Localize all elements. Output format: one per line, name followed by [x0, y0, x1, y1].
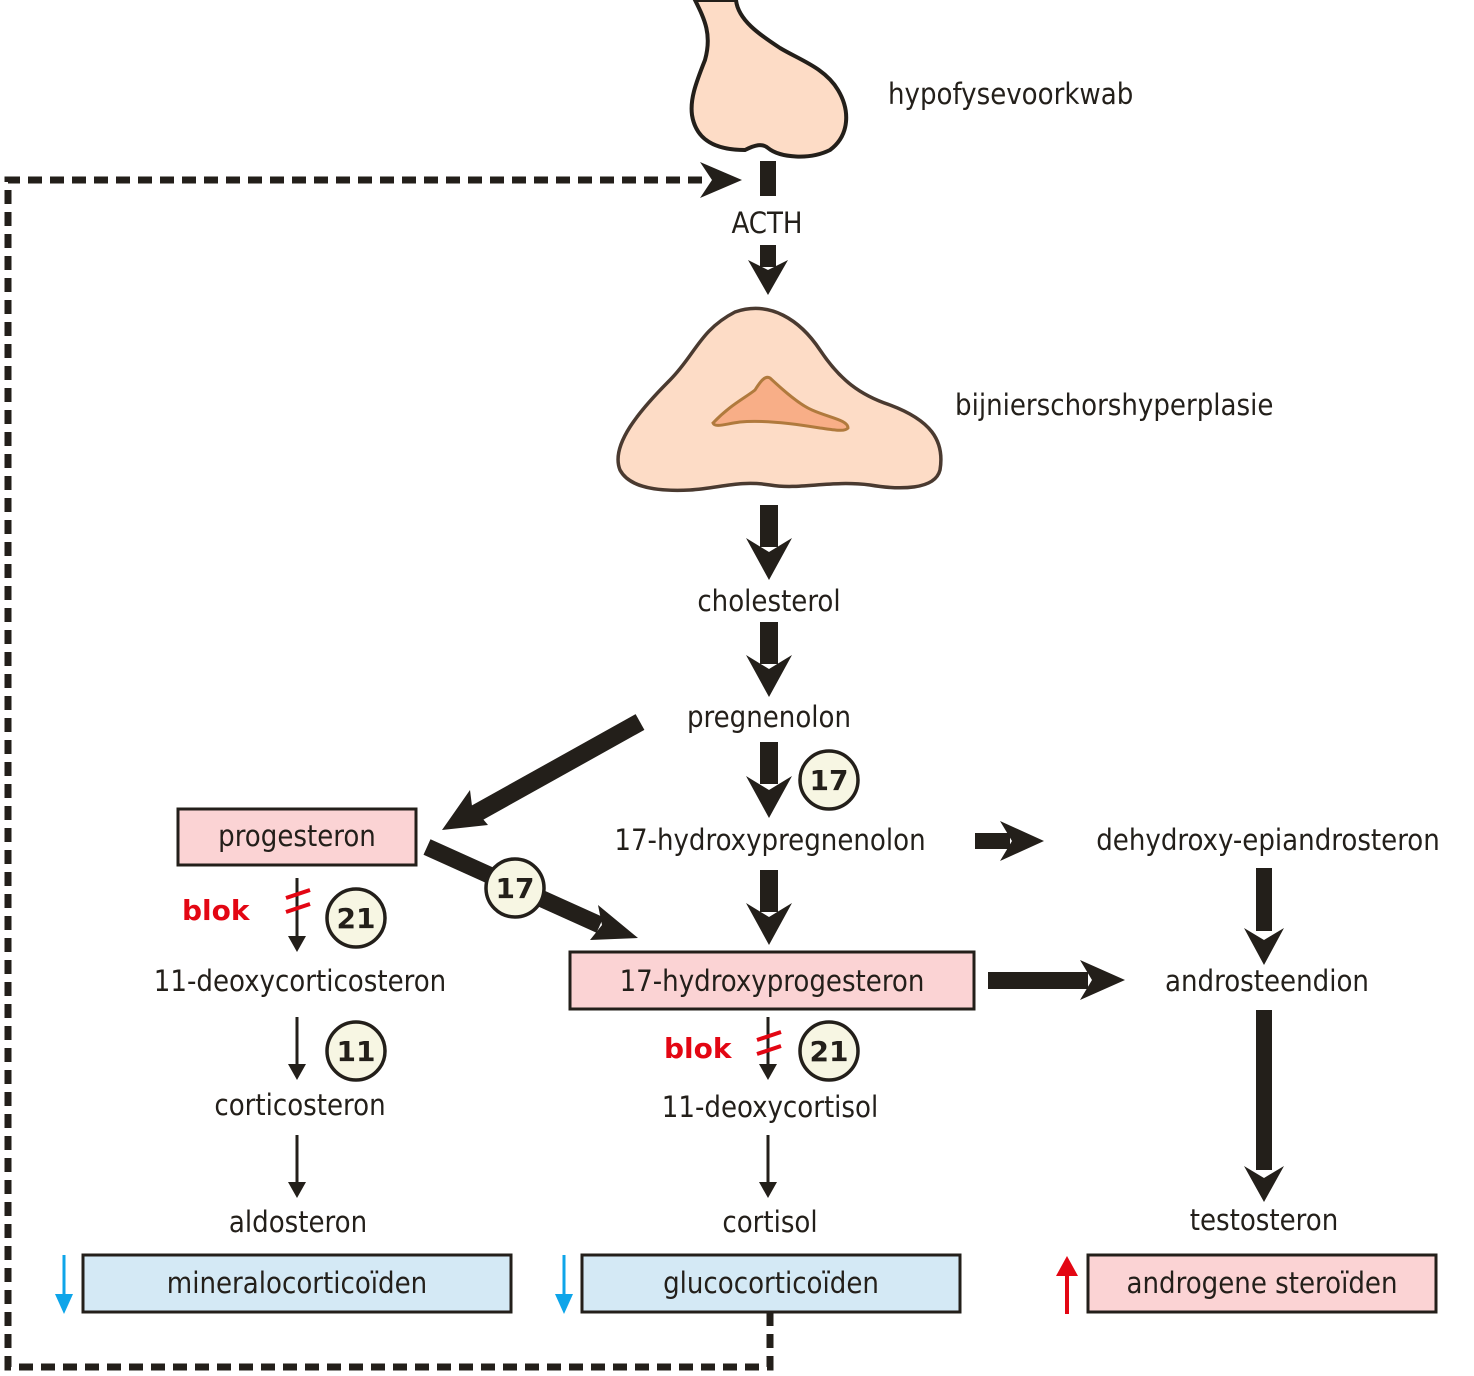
arrow-pregnenolone-progesterone-shaft	[470, 714, 645, 822]
block-label-1: blok	[182, 894, 251, 927]
arrow-17ohpreg-17ohprog-shaft	[760, 870, 778, 912]
arrow-progesterone-doc-head-icon	[288, 936, 306, 952]
block-mark-1a	[285, 888, 311, 900]
block-mark-1b	[285, 902, 311, 914]
enzyme-11-circle	[325, 1020, 387, 1082]
outcome-mineralocorticoids-box	[81, 1253, 513, 1314]
enzyme-11-label: 11	[337, 1035, 376, 1068]
feedback-arrowhead-icon	[700, 162, 742, 198]
acth-arrowhead-icon	[748, 260, 788, 295]
enzyme-21a-label: 21	[337, 902, 376, 935]
arrow-corticosterone-aldosterone-head-icon	[288, 1182, 306, 1198]
arrow-17ohprog-androstenedione-head-icon	[1080, 960, 1125, 1000]
node-testosterone: testosteron	[1190, 1203, 1339, 1237]
enzyme-17-circle	[798, 749, 860, 811]
node-androstenedione: androsteendion	[1165, 964, 1369, 998]
node-pregnenolone: pregnenolon	[687, 700, 851, 734]
enzyme-17b-label: 17	[496, 872, 535, 905]
pituitary-label: hypofysevoorkwab	[888, 77, 1133, 111]
block-label-2: blok	[664, 1032, 733, 1065]
acth-label: ACTH	[731, 206, 802, 240]
arrow-17ohpreg-dhea-head-icon	[1000, 821, 1044, 861]
enzyme-21a-circle	[325, 887, 387, 949]
adrenal-medulla-shape	[711, 375, 850, 432]
node-17-hydroxypregnenolone: 17-hydroxypregnenolon	[614, 823, 925, 857]
mineralocorticoid-decrease-arrow-icon	[55, 1294, 73, 1314]
arrow-cholesterol-pregnenolone-shaft	[760, 622, 778, 664]
arrow-adrenal-cholesterol-shaft	[760, 505, 778, 547]
outcome-mineralocorticoids: mineralocorticoïden	[167, 1266, 427, 1300]
outcome-androgens-box	[1086, 1253, 1438, 1314]
androgen-increase-arrow-icon	[1056, 1256, 1078, 1276]
outcome-glucocorticoids-box	[580, 1253, 962, 1314]
node-17-hydroxyprogesterone-box	[568, 950, 976, 1011]
arrow-17ohpreg-17ohprog-head-icon	[746, 903, 792, 945]
node-progesterone-box	[176, 807, 418, 867]
arrow-doc-corticosterone-head-icon	[288, 1064, 306, 1080]
enzyme-21b-circle	[798, 1020, 860, 1082]
arrow-17ohpreg-dhea-shaft	[975, 833, 1010, 849]
arrow-pregnenolone-17ohpreg-shaft	[760, 742, 778, 784]
node-11-deoxycortisol: 11-deoxycortisol	[662, 1090, 878, 1124]
node-dhea: dehydroxy-epiandrosteron	[1096, 823, 1440, 857]
arrow-androstenedione-testosterone-head-icon	[1244, 1166, 1284, 1202]
arrow-progesterone-17ohprog-head-icon	[590, 905, 638, 940]
enzyme-17-label: 17	[810, 764, 849, 797]
acth-arrow-shaft	[760, 245, 776, 267]
node-corticosterone: corticosteron	[214, 1088, 385, 1122]
negative-feedback-loop	[4, 176, 774, 1371]
pituitary-gland-shape	[689, 0, 849, 159]
node-11-deoxycorticosterone: 11-deoxycorticosteron	[154, 964, 446, 998]
node-cholesterol: cholesterol	[697, 584, 840, 618]
arrow-dhea-androstenedione-shaft	[1256, 868, 1272, 931]
adrenal-label: bijnierschorshyperplasie	[955, 388, 1273, 422]
arrow-cholesterol-pregnenolone-head-icon	[746, 655, 792, 697]
arrow-androstenedione-testosterone-shaft	[1256, 1010, 1272, 1170]
node-cortisol: cortisol	[722, 1205, 817, 1239]
enzyme-21b-label: 21	[810, 1035, 849, 1068]
acth-stem	[760, 161, 776, 196]
block-mark-2b	[756, 1044, 782, 1056]
arrow-dhea-androstenedione-head-icon	[1244, 928, 1284, 965]
enzyme-17b-circle	[484, 857, 546, 919]
glucocorticoid-decrease-arrow-icon	[555, 1294, 573, 1314]
arrow-pregnenolone-17ohpreg-head-icon	[746, 776, 792, 818]
arrow-deoxycortisol-cortisol-head-icon	[759, 1182, 777, 1198]
arrow-pregnenolone-progesterone-head-icon	[442, 790, 488, 830]
node-aldosterone: aldosteron	[229, 1205, 367, 1239]
arrow-17ohprog-deoxycortisol-head-icon	[759, 1064, 777, 1080]
block-mark-2a	[756, 1030, 782, 1042]
arrow-17ohprog-androstenedione-shaft	[988, 972, 1088, 989]
outcome-glucocorticoids: glucocorticoïden	[663, 1266, 879, 1300]
outcome-androgens: androgene steroïden	[1127, 1266, 1398, 1300]
arrow-adrenal-cholesterol-head-icon	[746, 538, 792, 580]
node-17-hydroxyprogesterone: 17-hydroxyprogesteron	[620, 964, 925, 998]
node-progesterone: progesteron	[218, 819, 376, 853]
